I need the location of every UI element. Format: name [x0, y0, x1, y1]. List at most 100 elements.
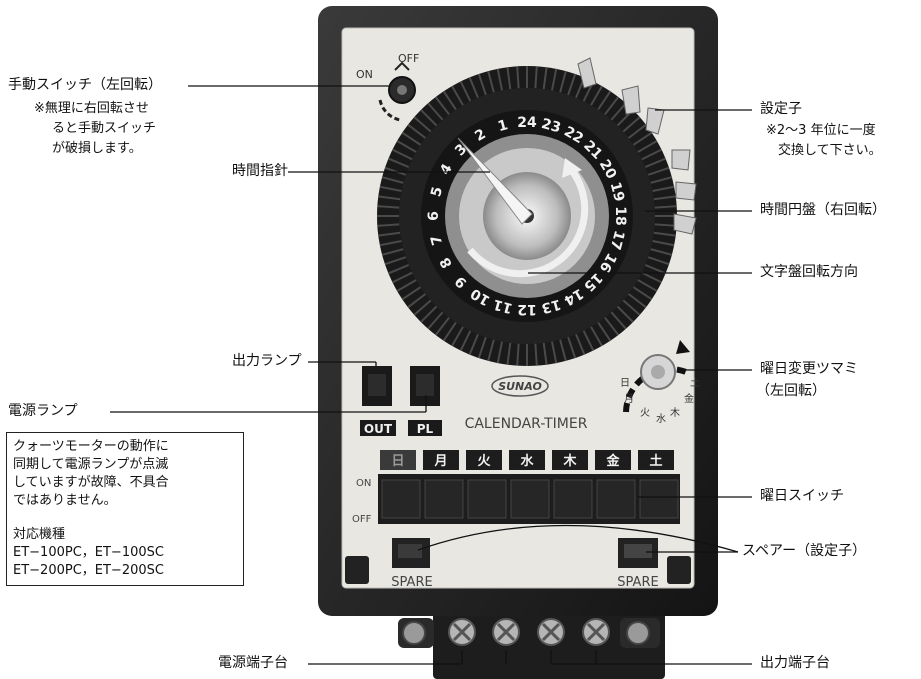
- brand-logo: SUNAO: [498, 380, 542, 393]
- knob-day-mon: 月: [624, 393, 634, 405]
- dial-tooth: [641, 148, 662, 161]
- dial-tooth: [627, 123, 647, 139]
- dial-tooth: [559, 70, 567, 93]
- dial-hour-label: 24: [517, 115, 537, 131]
- dial-tooth: [459, 81, 472, 102]
- knob-day-wed: 水: [656, 413, 666, 425]
- dial-teeth: [377, 66, 677, 366]
- dial-tooth: [434, 96, 450, 116]
- dial-tooth: [622, 299, 641, 316]
- dial-tooth: [650, 248, 673, 256]
- models-title: 対応機種: [13, 527, 66, 542]
- dial-tooth: [378, 195, 401, 201]
- dial-tooth: [451, 326, 464, 347]
- day-switch: [424, 479, 464, 519]
- info-line-3: していますが故障、不具合: [13, 475, 169, 490]
- dial-tooth: [442, 321, 457, 342]
- dial-tooth: [650, 176, 673, 184]
- dial-tooth: [644, 157, 666, 168]
- dial-hour-label: 23: [540, 116, 563, 136]
- manual-switch-label: 手動スイッチ（左回転）: [8, 77, 162, 93]
- dial-tooth: [379, 185, 402, 193]
- dial-tooth: [575, 333, 586, 355]
- knob-day-tue: 火: [640, 407, 650, 419]
- dial-hour-label: 6: [426, 211, 442, 221]
- dial-tooth: [559, 339, 567, 362]
- time-dial-label: 時間円盤（右回転）: [760, 202, 886, 218]
- dial-tooth: [407, 293, 427, 309]
- day-switch-panel: 日月火水木金土: [378, 450, 680, 524]
- dial-tooth: [582, 330, 595, 351]
- dial-tooth: [487, 70, 495, 93]
- dial-hour-label: 11: [491, 296, 514, 316]
- dial-tooth: [401, 286, 422, 301]
- dial-tooth: [534, 66, 538, 89]
- dial-tooth: [396, 140, 417, 153]
- day-tab-label: 水: [520, 453, 534, 469]
- dial-tooth: [516, 343, 520, 366]
- spare-right-label: SPARE: [617, 575, 658, 590]
- dial-tooth: [392, 148, 413, 161]
- dial-tooth: [377, 205, 400, 209]
- dial-tooth: [381, 176, 404, 184]
- knob-day-thu: 木: [670, 407, 680, 419]
- dial-tooth: [647, 166, 670, 176]
- dial-tooth: [637, 279, 658, 292]
- day-tab-label: 土: [649, 453, 662, 469]
- dial-tooth: [468, 333, 479, 355]
- day-tab: [466, 450, 502, 470]
- dial-tooth: [506, 342, 512, 365]
- dial-hour-label: 7: [428, 233, 446, 247]
- spare-left-label: SPARE: [391, 575, 432, 590]
- switch-off-label: OFF: [352, 514, 372, 525]
- dial-tooth: [388, 157, 410, 168]
- pl-label: PL: [417, 422, 434, 436]
- dial-tooth: [407, 123, 427, 139]
- dial-tooth: [396, 279, 417, 292]
- day-switch: [381, 479, 421, 519]
- dial-hour-label: 18: [612, 206, 628, 225]
- dial-tooth: [413, 116, 432, 133]
- dial-tooth: [647, 256, 670, 266]
- manual-switch: [378, 61, 416, 122]
- day-tab: [423, 450, 459, 470]
- day-knob-label: 曜日変更ツマミ: [760, 361, 858, 377]
- dial-tooth: [652, 239, 675, 247]
- manual-switch-note-1: ※無理に右回転させ: [34, 101, 149, 116]
- dial-tooth: [496, 68, 504, 91]
- dial-hour-label: 13: [540, 296, 563, 316]
- dial-tooth: [550, 68, 558, 91]
- dial-tooth: [590, 326, 603, 347]
- dial-tooth: [644, 264, 666, 275]
- dial-tooth: [632, 131, 653, 146]
- dial-tooth: [477, 73, 487, 96]
- day-switch: [596, 479, 636, 519]
- model-label: CALENDAR-TIMER: [465, 416, 588, 432]
- dial-tooth: [388, 264, 410, 275]
- dial-tooth: [610, 311, 627, 330]
- dial-tooth: [652, 185, 675, 193]
- dial-tooth: [384, 256, 407, 266]
- off-label: OFF: [398, 52, 419, 65]
- power-lamp-label: 電源ランプ: [8, 403, 78, 419]
- info-box: クォーツモーターの動作に 同期して電源ランプが点滅 していますが故障、不具合 で…: [6, 432, 244, 586]
- day-tab: [509, 450, 545, 470]
- setter-note-2: 交換して下さい。: [778, 143, 882, 158]
- dial-tooth: [420, 109, 438, 127]
- dial-tooth: [477, 336, 487, 359]
- dial-tooth: [468, 77, 479, 99]
- dial-tooth: [604, 96, 620, 116]
- dial-tooth: [567, 336, 577, 359]
- dial-tooth: [451, 85, 464, 106]
- dial-rotation-label: 文字盤回転方向: [760, 264, 858, 280]
- dial-tooth: [632, 286, 653, 301]
- dial-tooth: [496, 341, 504, 364]
- dial-tooth: [654, 205, 677, 209]
- dial-tooth: [542, 342, 548, 365]
- dial-tooth: [597, 321, 612, 342]
- dial-tooth: [534, 343, 538, 366]
- knob-day-sun: 日: [620, 378, 630, 389]
- info-line-1: クォーツモーターの動作に: [13, 439, 169, 454]
- day-switch: [510, 479, 550, 519]
